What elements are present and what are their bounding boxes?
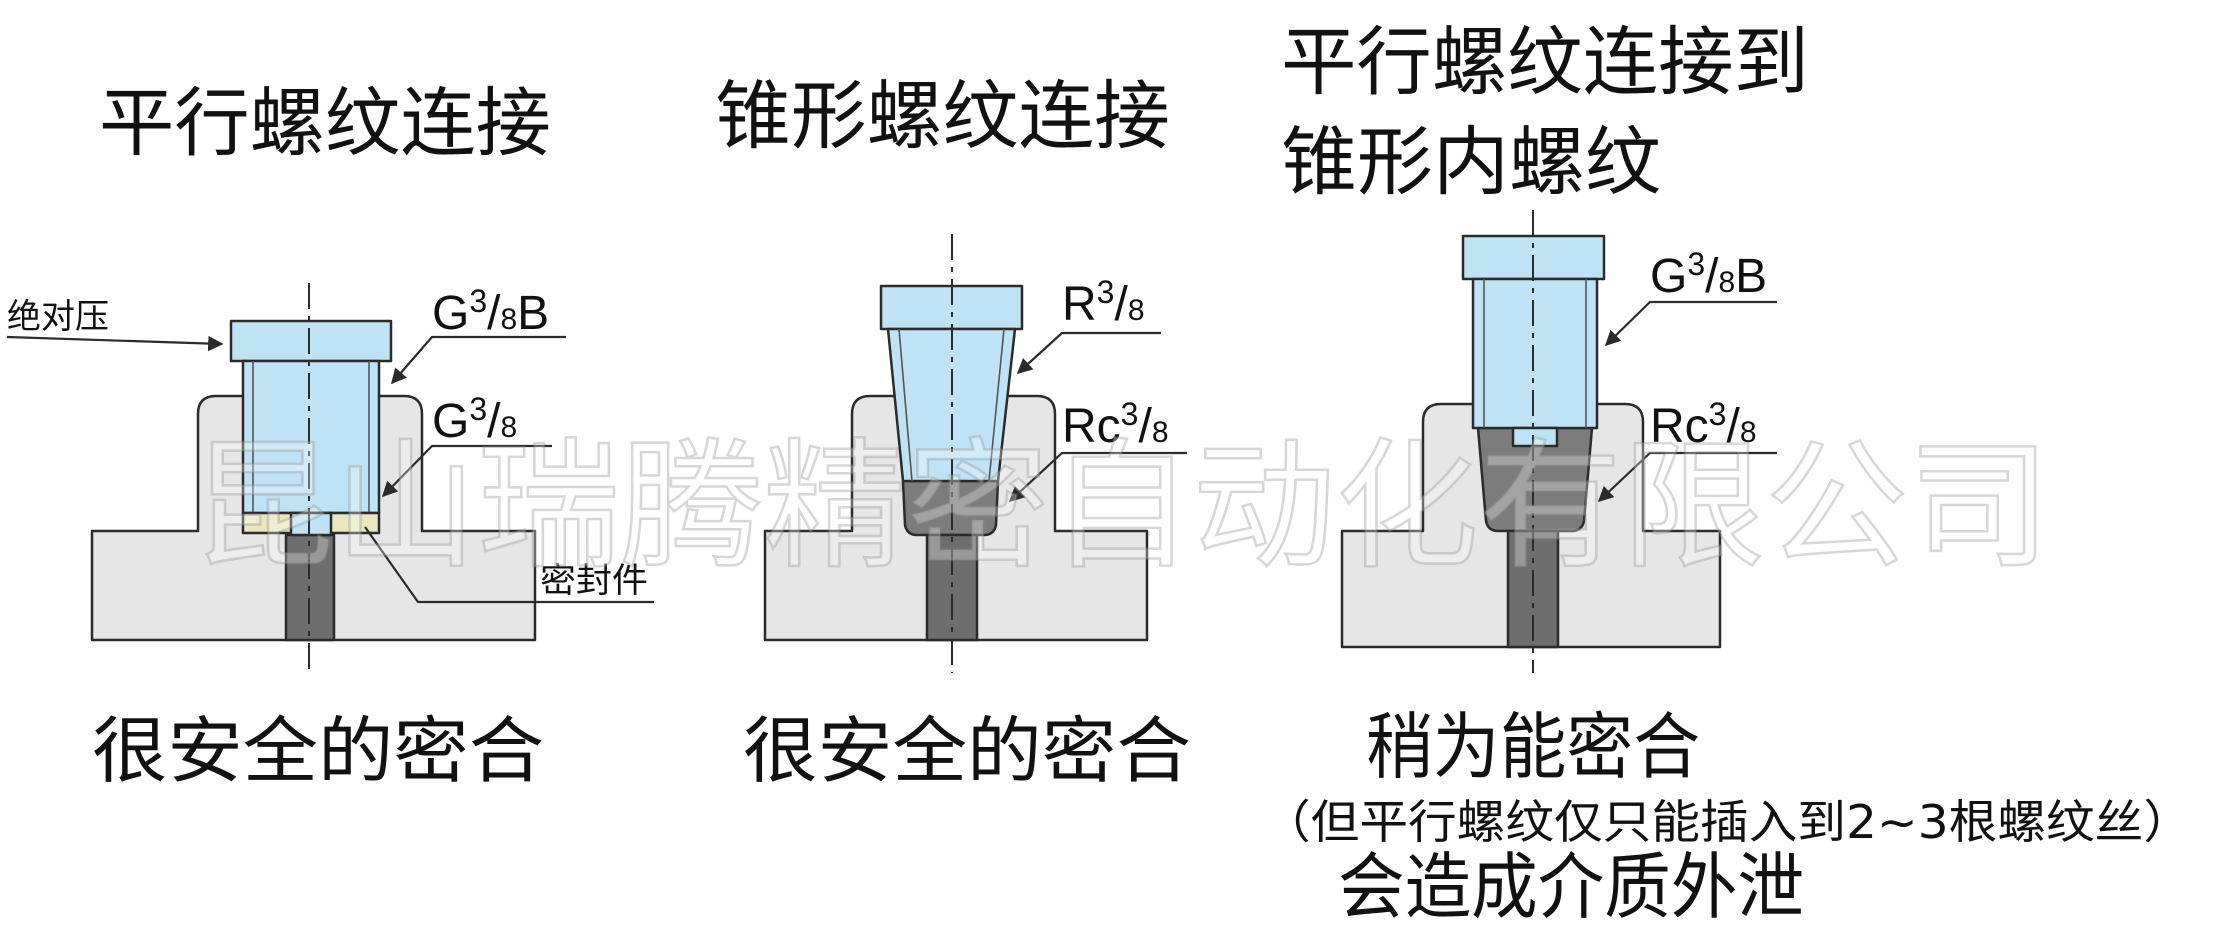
- seal-leader: [364, 526, 654, 604]
- fitting-thread-leader: [1604, 300, 1777, 347]
- fitting-hex-head: [229, 319, 393, 363]
- thread-denominator: 8: [1128, 294, 1145, 327]
- fitting-thread-label: G3/8B: [432, 283, 549, 340]
- thread-numerator: 3: [1097, 274, 1115, 310]
- port-thread-label: Rc3/8: [1650, 396, 1757, 453]
- thread-suffix: B: [1735, 250, 1767, 303]
- thread-numerator: 3: [1687, 246, 1705, 282]
- thread-separator: /: [1705, 250, 1719, 303]
- seal-label: 密封件: [540, 561, 648, 601]
- port-thread-label: G3/8: [432, 391, 517, 448]
- parallel-connection-figure: 绝对压 G3/8B G3/8 密封件: [6, 283, 654, 673]
- thread-denominator: 8: [500, 411, 517, 444]
- parallel-to-tapered-title-line2: 锥形内螺纹: [1281, 118, 1661, 206]
- port-thread-leader: [1597, 451, 1777, 503]
- thread-prefix: G: [432, 395, 469, 448]
- thread-denominator: 8: [500, 303, 517, 336]
- thread-separator: /: [1726, 400, 1740, 453]
- fitting-thread-label: G3/8B: [1650, 246, 1767, 303]
- thread-root-line-right: [988, 328, 1005, 482]
- thread-separator: /: [1114, 278, 1128, 331]
- thread-root-line-left: [898, 328, 913, 482]
- unfilled-tapered-cavity: [1476, 426, 1594, 533]
- pressure-label: 绝对压: [7, 297, 109, 337]
- fitting-thread-label: R3/8: [1062, 274, 1145, 331]
- tapered-result: 很安全的密合: [743, 709, 1191, 793]
- thread-denominator: 8: [1740, 416, 1757, 449]
- parallel-to-tapered-result: 稍为能密合: [1366, 705, 1700, 789]
- thread-prefix: Rc: [1650, 400, 1709, 453]
- thread-prefix: G: [432, 287, 469, 340]
- tapered-cavity-bottom: [901, 479, 1000, 537]
- thread-separator: /: [1138, 400, 1152, 453]
- parallel-to-tapered-consequence: 会造成介质外泄: [1338, 845, 1804, 929]
- port-thread-leader: [1008, 451, 1187, 503]
- parallel-to-tapered-note: （但平行螺纹仅只能插入到2~3根螺纹丝）: [1262, 795, 2192, 849]
- thread-numerator: 3: [469, 283, 487, 319]
- thread-prefix: R: [1062, 278, 1097, 331]
- port-thread-label: Rc3/8: [1062, 396, 1169, 453]
- thread-suffix: B: [517, 287, 549, 340]
- thread-prefix: G: [1650, 250, 1687, 303]
- thread-numerator: 3: [469, 391, 487, 427]
- thread-separator: /: [487, 395, 501, 448]
- thread-denominator: 8: [1152, 416, 1169, 449]
- thread-prefix: Rc: [1062, 400, 1121, 453]
- fitting-pilot-nub: [1511, 426, 1559, 448]
- fitting-thread-leader: [390, 335, 566, 385]
- thread-separator: /: [487, 287, 501, 340]
- pressure-arrow: [6, 335, 224, 352]
- fitting-thread-leader: [1016, 331, 1161, 375]
- tapered-connection-figure: R3/8 Rc3/8: [763, 234, 1187, 673]
- fitting-thread-body: [241, 359, 381, 515]
- parallel-result: 很安全的密合: [92, 709, 544, 793]
- thread-numerator: 3: [1121, 396, 1139, 432]
- tapered-title: 锥形螺纹连接: [715, 72, 1170, 160]
- fitting-parallel-body: [1471, 277, 1599, 430]
- parallel-title: 平行螺纹连接: [99, 79, 551, 167]
- parallel-to-tapered-title-line1: 平行螺纹连接到: [1281, 18, 1809, 106]
- parallel-to-tapered-figure: G3/8B Rc3/8: [1340, 210, 1777, 673]
- fitting-pilot-nub: [289, 511, 333, 537]
- thread-denominator: 8: [1718, 266, 1735, 299]
- port-thread-leader: [381, 444, 552, 498]
- company-watermark: 昆山瑞腾精密自动化有限公司: [191, 426, 2051, 589]
- thread-numerator: 3: [1709, 396, 1727, 432]
